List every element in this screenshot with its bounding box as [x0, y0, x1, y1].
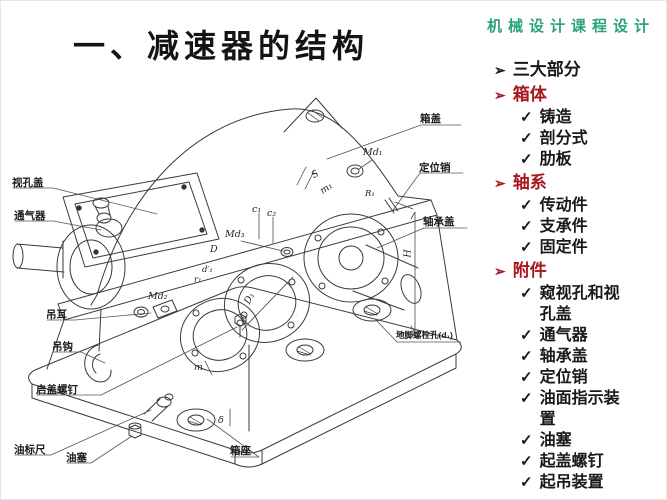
outline-item-label: 支承件: [539, 218, 588, 235]
check-bullet-icon: ✓: [520, 151, 533, 168]
page-title: 一、减速器的结构: [73, 28, 370, 64]
callout-lifting-lug: 吊耳: [46, 309, 67, 321]
check-bullet-icon: ✓: [520, 369, 533, 386]
left-shaft-bearing: [12, 224, 126, 310]
arrow-bullet-icon: ➢: [494, 175, 506, 191]
output-shaft: [352, 244, 422, 311]
dim-d: D: [210, 244, 218, 255]
outline-item-label: 轴系: [512, 173, 547, 192]
outline-item-label: 轴承盖: [539, 348, 588, 365]
small-fasteners: [128, 164, 399, 439]
outline-item-label: 起盖螺钉: [539, 453, 604, 470]
course-tag: 机械设计课程设计: [487, 18, 656, 35]
outline-sub-locating-pin: ✓ 定位销: [494, 367, 666, 388]
check-bullet-icon: ✓: [520, 239, 533, 256]
outline-panel: ➢ 三大部分 ➢ 箱体 ✓ 铸造 ✓ 剖分式 ✓ 肋板 ➢ 轴系 ✓ 传动件 ✓: [494, 57, 666, 493]
housing-lid: [57, 108, 438, 321]
reducer-diagram: 视孔盖 通气器 吊耳 吊钩 启盖螺钉 油标尺 油塞 箱盖 定位销 轴承盖 地脚螺…: [1, 79, 491, 499]
outline-item-label: 油塞: [539, 432, 572, 449]
check-bullet-icon: ✓: [520, 130, 533, 147]
outline-item-box-housing: ➢ 箱体: [494, 83, 666, 107]
callout-locating-pin: 定位销: [419, 162, 451, 174]
callout-foundation-bolt-hole: 地脚螺栓孔(d₁): [396, 330, 453, 340]
callout-lid-lifting-screw: 启盖螺钉: [36, 384, 78, 396]
dim-delta: δ: [218, 415, 224, 426]
callout-sight-cover: 视孔盖: [12, 177, 44, 189]
arrow-bullet-icon: ➢: [494, 263, 506, 279]
dim-c2: c₂: [267, 208, 277, 219]
check-bullet-icon: ✓: [520, 348, 533, 365]
ear-tab: [152, 299, 178, 319]
outline-item-label: 剖分式: [539, 130, 588, 147]
callout-box-lid: 箱盖: [420, 113, 441, 125]
check-bullet-icon: ✓: [520, 285, 533, 302]
outline-sub-inspection-hole-cover: ✓ 窥视孔和视孔盖: [494, 283, 666, 325]
inspection-cover: [62, 172, 220, 268]
foundation-bolt-holes: [176, 298, 392, 432]
outline-item-label: 箱体: [512, 85, 547, 104]
outline-item-label: 油面指示装置: [539, 390, 620, 428]
outline-sub-support-parts: ✓ 支承件: [494, 216, 666, 237]
check-bullet-icon: ✓: [520, 474, 533, 491]
outline-item-label: 起吊装置: [539, 474, 604, 491]
outline-item-three-parts: ➢ 三大部分: [494, 58, 666, 82]
arrow-bullet-icon: ➢: [494, 62, 506, 78]
check-bullet-icon: ✓: [520, 109, 533, 126]
check-bullet-icon: ✓: [520, 218, 533, 235]
outline-item-label: 三大部分: [512, 60, 581, 79]
dim-c1: c₁: [252, 204, 262, 215]
outline-sub-split-type: ✓ 剖分式: [494, 128, 666, 149]
lifting-lug-top: [283, 97, 343, 133]
outline-sub-oil-level-indicator: ✓ 油面指示装置: [494, 388, 666, 430]
outline-sub-lifting-device: ✓ 起吊装置: [494, 472, 666, 493]
dim-m: m: [194, 362, 204, 373]
outline-item-label: 通气器: [539, 327, 588, 344]
outline-item-label: 定位销: [539, 369, 588, 386]
callout-box-base: 箱座: [230, 445, 251, 457]
callout-breather: 通气器: [14, 210, 46, 222]
outline-sub-breather: ✓ 通气器: [494, 325, 666, 346]
dim-md3: Md₃: [225, 229, 245, 240]
callout-leader-lines: [12, 124, 468, 464]
outline-item-label: 肋板: [539, 151, 572, 168]
outline-sub-transmission-parts: ✓ 传动件: [494, 195, 666, 216]
outline-sub-casting: ✓ 铸造: [494, 107, 666, 128]
check-bullet-icon: ✓: [520, 197, 533, 214]
outline-item-label: 窥视孔和视孔盖: [539, 285, 620, 323]
dim-d1-prime: d′₁: [202, 265, 213, 275]
outline-item-accessories: ➢ 附件: [494, 259, 666, 283]
dimension-lines: [204, 166, 416, 427]
check-bullet-icon: ✓: [520, 390, 533, 407]
dim-md2: Md₂: [148, 291, 168, 302]
outline-sub-fixing-parts: ✓ 固定件: [494, 237, 666, 258]
dim-r1-cap: R₁: [365, 189, 375, 199]
dim-md1: Md₁: [363, 147, 383, 158]
outline-sub-oil-plug: ✓ 油塞: [494, 430, 666, 451]
outline-item-label: 铸造: [539, 109, 572, 126]
outline-sub-ribs: ✓ 肋板: [494, 149, 666, 170]
callout-hook: 吊钩: [52, 341, 73, 353]
callout-dipstick: 油标尺: [14, 444, 46, 456]
dim-r1: r₁: [194, 275, 202, 285]
front-bearing-caps: [179, 213, 399, 372]
base-slab: [28, 214, 462, 468]
outline-item-shaft-system: ➢ 轴系: [494, 171, 666, 195]
check-bullet-icon: ✓: [520, 432, 533, 449]
check-bullet-icon: ✓: [520, 327, 533, 344]
arrow-bullet-icon: ➢: [494, 87, 506, 103]
dim-h: H: [402, 249, 414, 258]
outline-sub-bearing-cap: ✓ 轴承盖: [494, 346, 666, 367]
breather-plug: [92, 197, 123, 238]
outline-item-label: 附件: [512, 261, 547, 280]
callout-bearing-cap: 轴承盖: [423, 216, 455, 228]
reducer-line-drawing: [12, 97, 468, 468]
hook-shape: [84, 344, 112, 383]
outline-item-label: 固定件: [539, 239, 588, 256]
callout-oil-plug: 油塞: [66, 452, 87, 464]
check-bullet-icon: ✓: [520, 453, 533, 470]
outline-item-label: 传动件: [539, 197, 588, 214]
outline-sub-lid-lifting-screw: ✓ 起盖螺钉: [494, 451, 666, 472]
